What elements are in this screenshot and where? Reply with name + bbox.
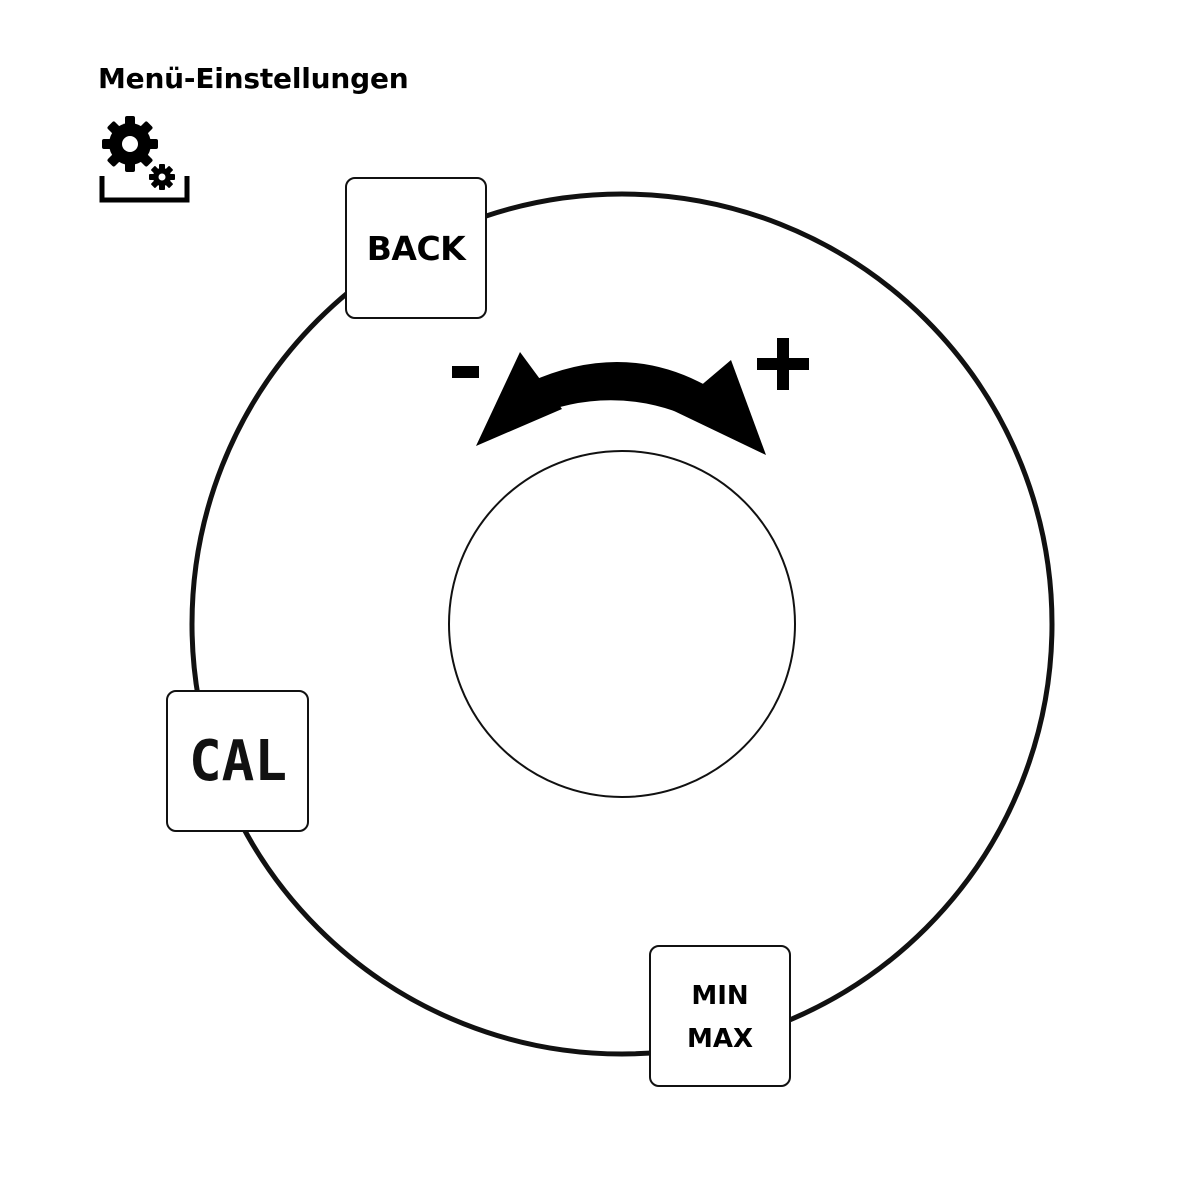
cal-text: CAL (189, 734, 287, 788)
min-max-button[interactable]: MIN MAX (649, 945, 791, 1087)
cal-button[interactable]: CAL (166, 690, 309, 832)
page-title: Menü-Einstellungen (98, 62, 409, 95)
settings-gear-icon (99, 116, 190, 203)
back-button[interactable]: BACK (345, 177, 487, 319)
min-label: MIN (691, 981, 749, 1011)
plus-icon (757, 338, 809, 390)
cal-lcd-label: CAL (189, 734, 287, 788)
back-label: BACK (366, 228, 466, 268)
inner-dial-ring (448, 450, 796, 798)
minus-icon (452, 366, 479, 378)
max-label: MAX (686, 1024, 754, 1054)
outer-dial-ring (189, 191, 1055, 1057)
rotate-arrows-icon (476, 352, 766, 455)
